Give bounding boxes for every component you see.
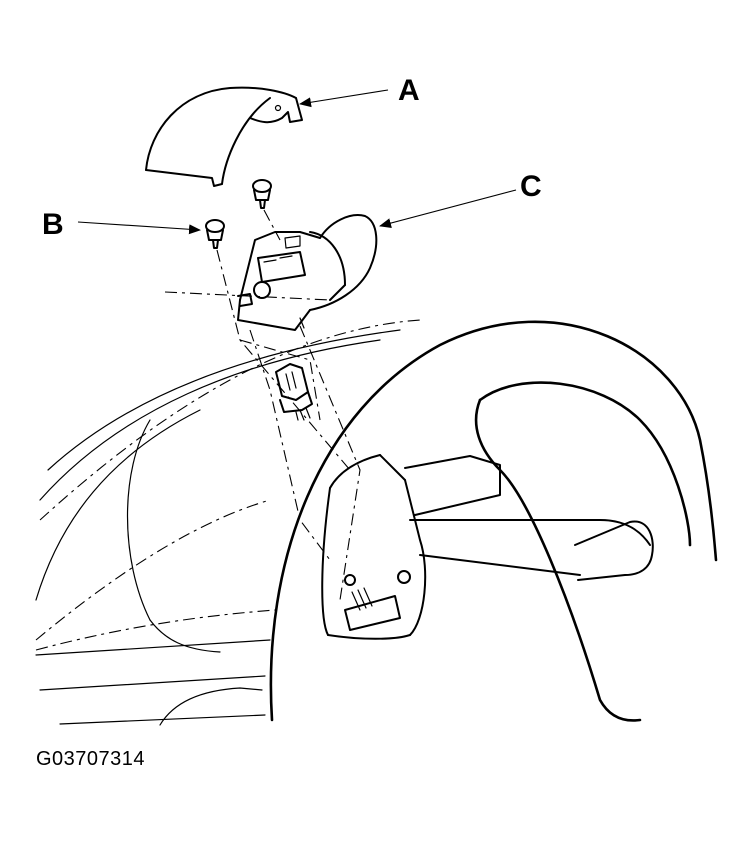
callout-arrows <box>77 89 517 235</box>
steering-wheel <box>269 320 718 722</box>
callout-label-c: C <box>520 170 542 203</box>
screw-b-right <box>252 179 272 209</box>
screw-b-left <box>205 219 225 249</box>
wire-connector <box>275 363 313 421</box>
figure-id-caption: G03707314 <box>36 748 146 770</box>
callout-label-a: A <box>398 74 420 107</box>
dashboard-outline <box>35 291 421 726</box>
assembly-guide-lines <box>216 209 361 601</box>
switch-cover-part-a <box>145 86 303 187</box>
cruise-control-switch-part-c <box>237 214 378 331</box>
callout-label-b: B <box>42 208 64 241</box>
